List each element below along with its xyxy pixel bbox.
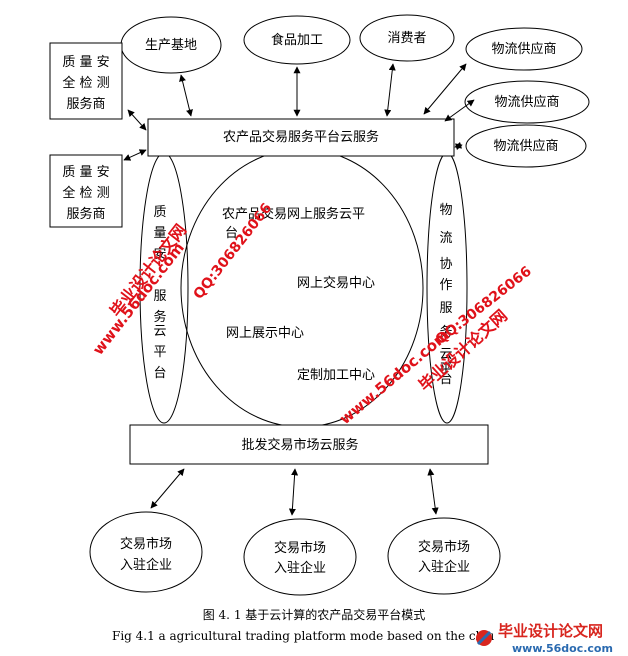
online-platform-label-2: 台 [225,226,238,241]
producer-node: 生产基地 [120,16,222,74]
qa-top-line-1: 质 量 安 [62,55,109,70]
producer-label: 生产基地 [145,38,197,53]
arrow-logistics-1 [423,63,467,115]
market-enterprise-1-line-1: 交易市场 [120,536,172,552]
qa-bottom-line-1: 质 量 安 [62,165,109,180]
qc-char-2: 量 [153,226,166,241]
qc-char-4: 服 [153,289,166,304]
qa-bottom-line-2: 全 检 测 [62,185,109,201]
wholesale-cloud-label: 批发交易市场云服务 [241,437,358,453]
logo-pen-icon [476,630,492,646]
arrow-logistics-3 [454,141,463,151]
qa-top-line-3: 服务商 [66,96,105,112]
qa-bottom-line-3: 服务商 [66,206,105,222]
consumer-node: 消费者 [359,14,455,62]
platform-cloud-label: 农产品交易服务平台云服务 [223,129,379,145]
online-display-center: 网上展示中心 [226,326,304,341]
market-enterprise-node-2: 交易市场 入驻企业 [243,518,357,596]
logo-text: 毕业设计论文网 [498,622,603,640]
caption-cn: 图 4. 1 基于云计算的农产品交易平台模式 [203,607,426,622]
caption-en: Fig 4.1 a agricultural trading platform … [112,629,495,643]
consumer-label: 消费者 [387,31,426,46]
logistics-cloud-text: 物 流 协 作 服 务 云 平 台 [439,203,452,387]
qa-provider-bottom: 质 量 安 全 检 测 服务商 [49,154,123,228]
market-enterprise-node-3: 交易市场 入驻企业 [387,517,501,595]
wholesale-cloud-box: 批发交易市场云服务 [129,424,489,465]
lc-char-6: 务 [439,324,452,340]
lc-char-1: 物 [439,203,452,218]
qa-provider-top: 质 量 安 全 检 测 服务商 [49,42,123,120]
lc-char-3: 协 [439,257,452,272]
arrow-logistics-2 [444,99,475,122]
logistics-node-2: 物流供应商 [464,80,590,124]
arrow-qa-top [127,109,147,131]
platform-cloud-box: 农产品交易服务平台云服务 [147,118,455,157]
lc-char-5: 服 [439,301,452,316]
lc-char-4: 作 [439,278,452,293]
arrow-consumer [384,63,396,117]
qc-char-5: 务 [153,309,166,325]
logistics-node-1: 物流供应商 [465,27,583,71]
site-logo: 毕业设计论文网 www.56doc.com [476,622,613,655]
online-platform-label-1: 农产品交易网上服务云平 [222,206,365,222]
lc-char-7: 云 [439,347,452,362]
custom-processing-center: 定制加工中心 [297,368,375,383]
market-enterprise-node-1: 交易市场 入驻企业 [89,511,203,593]
logistics-label-1: 物流供应商 [491,41,556,57]
food-processing-label: 食品加工 [271,32,323,48]
lc-char-2: 流 [439,231,452,246]
arrow-qa-bottom [123,149,147,161]
logistics-label-2: 物流供应商 [494,94,559,110]
arrow-producer [179,74,193,117]
market-enterprise-2-line-1: 交易市场 [274,540,326,556]
market-enterprise-2-line-2: 入驻企业 [274,560,326,576]
food-processing-node: 食品加工 [243,15,351,65]
lc-char-9: 台 [439,372,452,387]
arrow-market-2 [288,468,299,516]
arrow-market-3 [427,468,439,515]
logo-url: www.56doc.com [512,642,613,655]
market-enterprise-3-line-2: 入驻企业 [418,559,470,575]
qc-char-1: 质 [153,205,166,220]
market-enterprise-3-line-1: 交易市场 [418,539,470,555]
qc-char-6: 云 [153,324,166,339]
online-trading-center: 网上交易中心 [297,275,375,291]
qc-char-7: 平 [153,345,166,360]
logistics-node-3: 物流供应商 [465,124,587,168]
qc-char-3: 安 [153,247,166,262]
watermark-site-1: www.56doc.com [89,239,188,359]
arrow-market-1 [150,468,185,509]
logistics-label-3: 物流供应商 [493,138,558,154]
lc-char-8: 平 [439,362,452,377]
market-enterprise-1-line-2: 入驻企业 [120,557,172,573]
quality-cloud-text: 质 量 安 服 务 云 平 台 [153,205,166,381]
watermark-brand-1: 毕业设计论文网 [106,220,190,320]
qa-top-line-2: 全 检 测 [62,75,109,91]
qc-char-8: 台 [153,366,166,381]
